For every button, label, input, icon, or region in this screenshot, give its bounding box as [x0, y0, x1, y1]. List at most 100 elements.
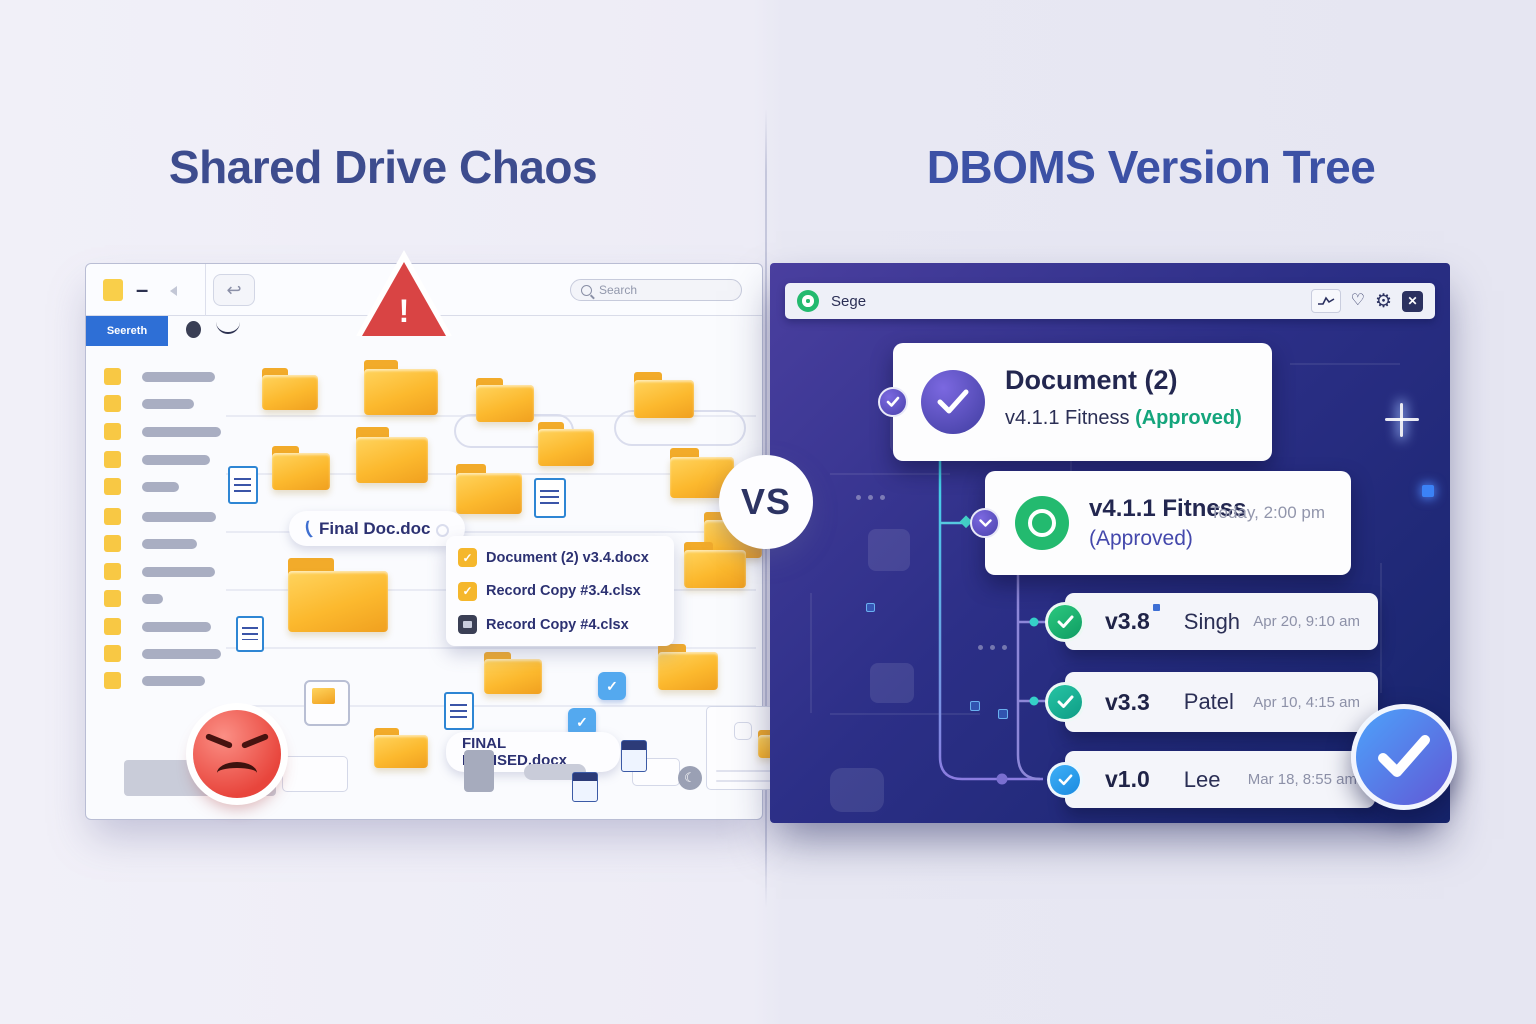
gear-icon[interactable]: ⚙: [1374, 290, 1392, 312]
history-arrow-icon[interactable]: [170, 286, 177, 296]
list-item[interactable]: [86, 478, 226, 498]
list-item[interactable]: [86, 618, 226, 638]
chevron-down-badge-icon: [970, 508, 1000, 538]
version-row[interactable]: v3.8 Singh Apr 20, 9:10 am: [1045, 593, 1378, 650]
toolbar-title: Sege: [831, 292, 867, 310]
placeholder-square: [734, 722, 752, 740]
folder-icon[interactable]: [374, 728, 428, 768]
list-item[interactable]: [86, 672, 226, 692]
quote-icon: (: [302, 517, 313, 539]
folder-icon[interactable]: [658, 644, 718, 690]
checkbox-yellow-icon: ✓: [458, 581, 477, 601]
folder-icon[interactable]: [272, 446, 330, 490]
back-button[interactable]: ↩: [213, 274, 255, 306]
dot: [978, 645, 983, 650]
folder-icon[interactable]: [262, 368, 318, 410]
dot: [868, 495, 873, 500]
placeholder-line: [716, 780, 808, 782]
active-tab[interactable]: Seereth: [86, 316, 168, 346]
curve-decoration: [216, 322, 240, 334]
folder-icon[interactable]: [288, 558, 388, 632]
search-placeholder: Search: [599, 283, 638, 297]
search-icon: [581, 284, 592, 296]
card-title: Document (2): [1005, 365, 1178, 395]
folder-icon[interactable]: [538, 422, 594, 466]
author-name: Singh: [1183, 608, 1241, 634]
timestamp: Mar 18, 8:55 am: [1247, 771, 1357, 788]
placeholder-box: [282, 756, 348, 792]
version-number: v1.0: [1105, 766, 1150, 792]
list-item[interactable]: [86, 395, 226, 415]
close-button[interactable]: ✕: [1402, 290, 1423, 312]
version-card-document[interactable]: Document (2) v4.1.1 Fitness (Approved): [878, 343, 1272, 461]
list-item[interactable]: [86, 645, 226, 665]
activity-chart-button[interactable]: [1310, 289, 1341, 313]
right-title: DBOMS Version Tree: [926, 141, 1376, 193]
popup-item[interactable]: ✓ Record Copy #3.4.clsx: [458, 581, 662, 601]
version-card-latest[interactable]: v4.1.1 Fitness (Approved) Today, 2:00 pm: [970, 471, 1351, 575]
app-logo-icon: [797, 290, 819, 312]
check-badge-icon: [1045, 602, 1085, 642]
file-explorer-window: – ↩ Search Seereth: [85, 263, 828, 820]
search-input[interactable]: Search: [570, 279, 742, 301]
list-item[interactable]: [86, 535, 226, 555]
status-approved: (Approved): [1135, 407, 1242, 429]
big-approval-check-icon: [1351, 704, 1457, 810]
author-name: Patel: [1183, 689, 1234, 714]
status-approved: (Approved): [1089, 527, 1193, 550]
version-number: v3.8: [1105, 604, 1160, 635]
folder-icon[interactable]: [484, 652, 542, 694]
heart-icon[interactable]: ♡: [1350, 292, 1365, 309]
card-subtitle: v4.1.1 Fitness (Approved): [1005, 407, 1242, 429]
list-item[interactable]: [86, 451, 226, 471]
flag-mark: [1152, 604, 1160, 611]
dboms-window: Sege ♡ ⚙ ✕ Document (2) v4.1.1 Fitness (…: [770, 263, 1457, 823]
dot: [990, 645, 995, 650]
approved-check-icon: [921, 370, 985, 434]
checkbox-icon[interactable]: ✓: [568, 708, 596, 736]
list-item[interactable]: [86, 368, 226, 388]
document-icon[interactable]: [228, 466, 258, 504]
mini-window-icon: [621, 740, 647, 772]
card-title: v4.1.1 Fitness: [1089, 495, 1247, 522]
tablet-icon: [304, 680, 350, 726]
list-item[interactable]: [86, 590, 226, 610]
vs-badge: VS: [719, 455, 813, 549]
folder-icon[interactable]: [364, 360, 438, 415]
checkbox-icon[interactable]: ✓: [598, 672, 626, 700]
file-label-final-doc[interactable]: ( Final Doc.doc: [289, 511, 465, 546]
image-file-icon: [458, 615, 477, 634]
document-icon[interactable]: [534, 478, 566, 518]
timestamp: Apr 20, 9:10 am: [1253, 613, 1360, 630]
timestamp: Today, 2:00 pm: [1210, 503, 1325, 522]
globe-icon: ☾: [678, 766, 702, 790]
version-row[interactable]: v1.0 Lee Mar 18, 8:55 am: [1047, 751, 1375, 808]
list-item[interactable]: [86, 563, 226, 583]
popup-item[interactable]: Record Copy #4.clsx: [458, 615, 662, 634]
list-item[interactable]: [86, 508, 226, 528]
popup-item[interactable]: ✓ Document (2) v3.4.docx: [458, 548, 662, 567]
version-tree-connectors: [938, 461, 1046, 785]
document-icon[interactable]: [444, 692, 474, 730]
version-row[interactable]: v3.3 Patel Apr 10, 4:15 am: [1045, 672, 1378, 732]
folder-icon[interactable]: [356, 427, 428, 483]
window-folder-icon: [103, 279, 123, 301]
folder-icon[interactable]: [476, 378, 534, 422]
timestamp: Apr 10, 4:15 am: [1253, 693, 1360, 711]
minimize-icon[interactable]: –: [136, 277, 149, 302]
check-badge-icon: [1047, 762, 1083, 798]
folder-icon[interactable]: [634, 372, 694, 418]
list-item[interactable]: [86, 423, 226, 443]
folder-icon[interactable]: [684, 542, 746, 588]
placeholder-block: [464, 750, 494, 792]
check-badge-icon: [1045, 682, 1085, 722]
folder-icon[interactable]: [456, 464, 522, 514]
dboms-toolbar: Sege ♡ ⚙ ✕: [785, 283, 1435, 319]
document-icon[interactable]: [236, 616, 264, 652]
check-badge-icon: [878, 387, 908, 417]
titlebar-separator: [205, 264, 206, 316]
circle-outline: [436, 524, 449, 537]
angry-face-emoji: [193, 710, 281, 798]
dot: [880, 495, 885, 500]
